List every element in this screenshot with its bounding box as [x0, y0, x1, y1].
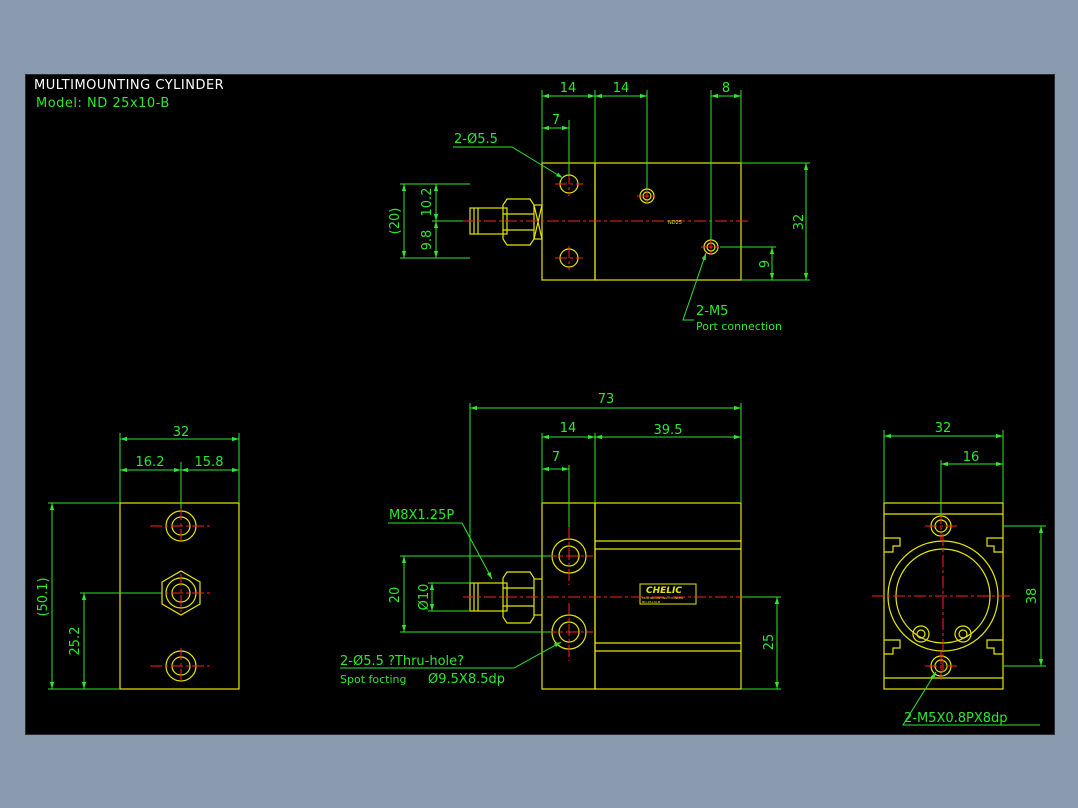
- dim-7: 7: [552, 450, 560, 465]
- top-view: 14 14 8 7 32 9 10.2 9.8 (20) 2-Ø5.5 2-M5…: [388, 81, 810, 333]
- port-sublabel: Port connection: [696, 320, 782, 333]
- brand-sub2: ND-25x10-B: [642, 600, 660, 604]
- top-view-dimension-lines: [400, 90, 810, 321]
- dim-8: 8: [722, 81, 730, 96]
- left-view-centerlines: [150, 508, 212, 684]
- dim-9: 9: [758, 260, 773, 268]
- drawing-title: MULTIMOUNTING CYLINDER: [34, 78, 225, 93]
- dim-32: 32: [173, 425, 190, 440]
- hole-label-top: 2-Ø5.5: [454, 132, 498, 147]
- left-view: 32 16.2 15.8 (50.1) 25.2: [36, 425, 240, 690]
- top-view-labels: 14 14 8 7 32 9 10.2 9.8 (20) 2-Ø5.5 2-M5…: [388, 81, 807, 333]
- front-view-dimension-lines: [340, 403, 781, 690]
- dim-9-8: 9.8: [420, 230, 435, 251]
- drawing-sheet: [25, 74, 1055, 735]
- dim-16: 16: [963, 450, 980, 465]
- dim-20-ref: (20): [388, 208, 403, 235]
- dim-25: 25: [762, 634, 777, 651]
- thread-label-right: 2-M5X0.8PX8dp: [904, 711, 1008, 726]
- dim-73: 73: [598, 392, 615, 407]
- dim-39-5: 39.5: [654, 423, 683, 438]
- front-view-centerlines: [463, 527, 750, 661]
- model-tag: ND25: [668, 220, 682, 226]
- dim-14a: 14: [560, 81, 577, 96]
- left-view-outline: [119, 502, 240, 690]
- dim-15-8: 15.8: [195, 455, 224, 470]
- dim-25-2: 25.2: [68, 627, 83, 656]
- spot-facing-dim: Ø9.5X8.5dp: [428, 672, 505, 687]
- dim-14: 14: [560, 421, 577, 436]
- thread-label: M8X1.25P: [389, 508, 454, 523]
- dim-50-1: (50.1): [36, 577, 51, 616]
- dim-38: 38: [1025, 588, 1040, 605]
- hole-label-front: 2-Ø5.5 ?Thru-hole?: [340, 654, 464, 669]
- dim-dia-10: Ø10: [417, 584, 432, 611]
- front-view: 73 14 39.5 7 20 Ø10 25 M8X1.25P 2-Ø5.5 ?…: [340, 392, 781, 690]
- left-view-dimension-lines: [48, 433, 240, 690]
- dim-14b: 14: [613, 81, 630, 96]
- brand-sub1: MULTIMOUNTING CYLINDER: [642, 596, 683, 600]
- dim-7: 7: [552, 113, 560, 128]
- dim-20: 20: [388, 587, 403, 604]
- dim-32: 32: [935, 421, 952, 436]
- dim-32: 32: [792, 214, 807, 231]
- brand-plate: CHELIC MULTIMOUNTING CYLINDER ND-25x10-B: [642, 586, 683, 604]
- front-view-labels: 73 14 39.5 7 20 Ø10 25 M8X1.25P 2-Ø5.5 ?…: [340, 392, 777, 687]
- port-label: 2-M5: [696, 304, 728, 319]
- brand-name: CHELIC: [646, 586, 682, 596]
- front-view-outline: [469, 502, 742, 690]
- model-name: Model: ND 25x10-B: [36, 96, 170, 111]
- right-view-labels: 32 16 38 2-M5X0.8PX8dp: [904, 421, 1040, 726]
- left-view-labels: 32 16.2 15.8 (50.1) 25.2: [36, 425, 223, 655]
- right-view-dimension-lines: [883, 430, 1046, 726]
- top-view-centerlines: [463, 172, 750, 270]
- dim-16-2: 16.2: [136, 455, 165, 470]
- right-view-centerlines: [872, 512, 1012, 680]
- dim-10-2: 10.2: [420, 188, 435, 217]
- spot-facing-label: Spot focting: [340, 673, 406, 686]
- right-view: 32 16 38 2-M5X0.8PX8dp: [872, 421, 1046, 726]
